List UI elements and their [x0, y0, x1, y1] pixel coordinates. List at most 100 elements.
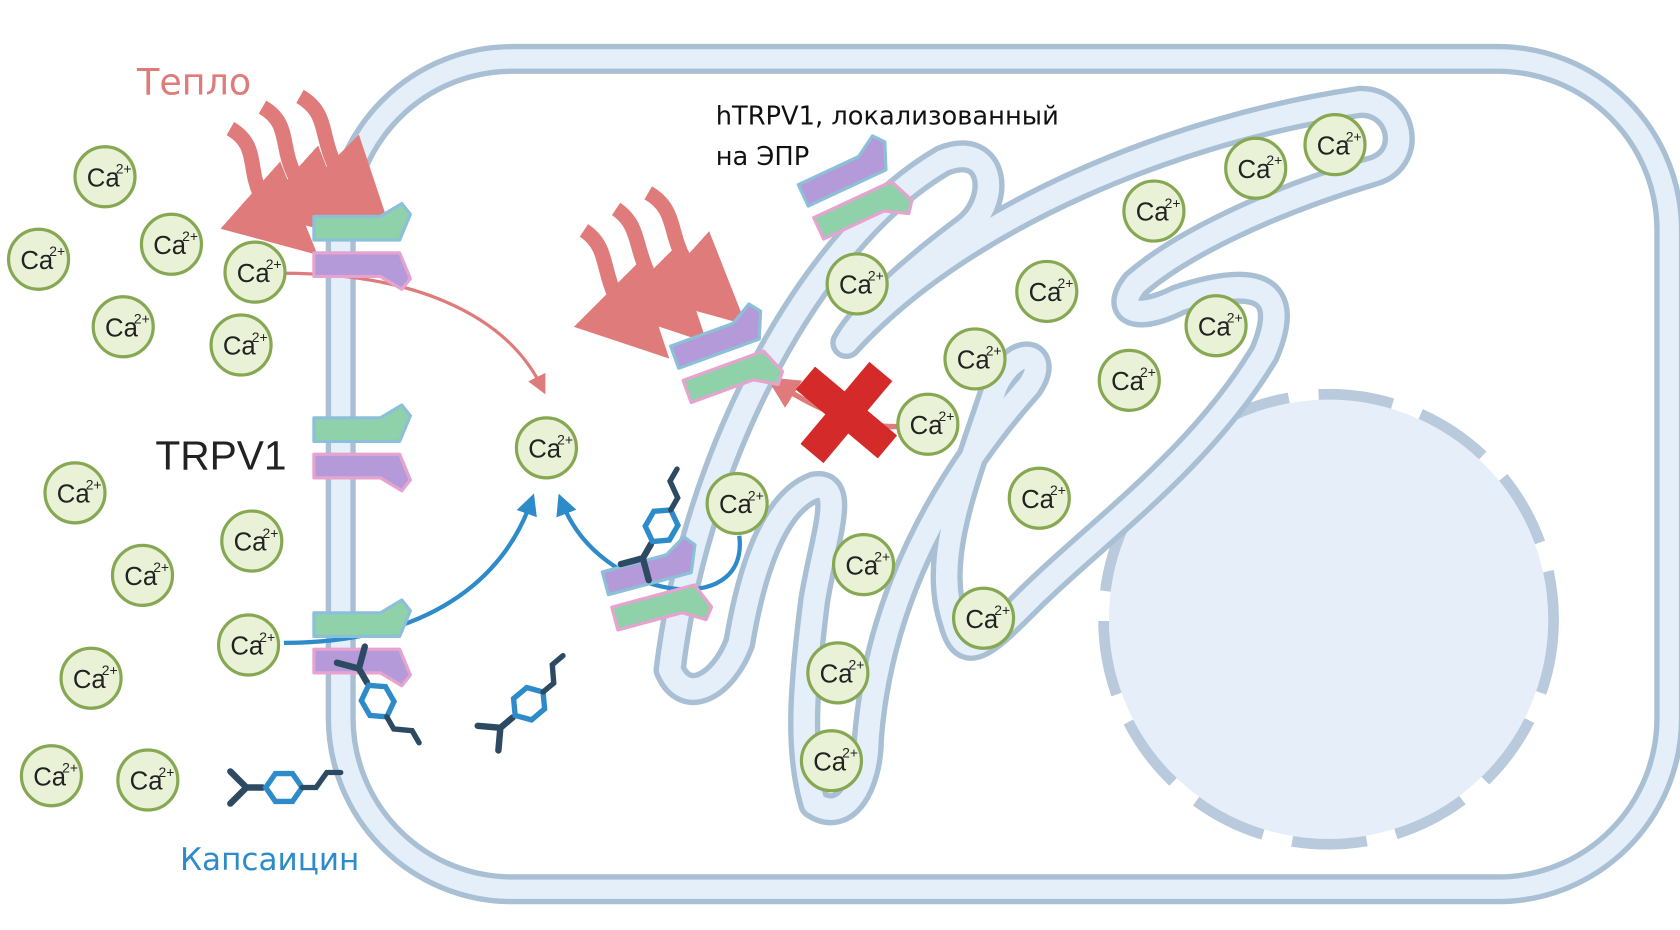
ion-symbol: Ca: [965, 606, 999, 634]
ion-symbol: Ca: [57, 481, 91, 509]
capsaicin-molecule: [333, 643, 422, 746]
ion-symbol: Ca: [528, 436, 562, 464]
ion-symbol: Ca: [820, 661, 854, 689]
calcium-ion: Ca2+: [223, 240, 287, 304]
ion-symbol: Ca: [1136, 199, 1170, 227]
ion-charge: 2+: [263, 525, 279, 541]
calcium-ion: Ca2+: [43, 461, 107, 525]
ion-symbol: Ca: [845, 552, 879, 580]
ion-charge: 2+: [1266, 152, 1282, 168]
ion-charge: 2+: [259, 629, 275, 645]
calcium-ion: Ca2+: [1097, 348, 1161, 412]
ion-charge: 2+: [159, 764, 175, 780]
calcium-ion: Ca2+: [514, 416, 579, 480]
ion-charge: 2+: [102, 662, 118, 678]
ion-charge: 2+: [557, 432, 573, 448]
nucleus: [1098, 388, 1559, 850]
calcium-ion: Ca2+: [1015, 259, 1079, 324]
ion-charge: 2+: [116, 161, 132, 177]
ion-charge: 2+: [153, 559, 169, 575]
trpv1-channel: [312, 403, 412, 493]
capsaicin-influx-arrow: [283, 493, 537, 645]
block-x-icon: [795, 361, 898, 464]
trpv1-channel: [669, 302, 785, 405]
calcium-ion: Ca2+: [1007, 466, 1071, 530]
ion-charge: 2+: [134, 311, 150, 327]
ion-charge: 2+: [874, 548, 890, 564]
ion-charge: 2+: [1346, 128, 1362, 144]
ion-symbol: Ca: [1198, 313, 1232, 341]
calcium-ion: Ca2+: [59, 646, 123, 710]
heat-influx-arrow: [283, 271, 546, 395]
calcium-ion: Ca2+: [1184, 294, 1248, 358]
calcium-ion: Ca2+: [951, 586, 1016, 650]
calcium-ion: Ca2+: [1224, 136, 1288, 200]
ion-charge: 2+: [266, 256, 282, 272]
er-release-arrow: [556, 493, 742, 592]
ion-charge: 2+: [748, 487, 764, 503]
ion-symbol: Ca: [1111, 368, 1145, 396]
ion-charge: 2+: [842, 745, 858, 761]
trpv1-channel: [312, 201, 412, 291]
ion-symbol: Ca: [910, 412, 944, 440]
calcium-ion: Ca2+: [705, 471, 769, 536]
capsaicin-molecule: [617, 466, 681, 584]
htrpv1-label-line1: hTRPV1, локализованный: [716, 101, 1059, 131]
ion-symbol: Ca: [1317, 132, 1351, 160]
calcium-ion: Ca2+: [831, 533, 896, 597]
ion-charge: 2+: [1165, 195, 1181, 211]
ion-charge: 2+: [939, 408, 955, 424]
trpv1-channel: [796, 134, 914, 241]
calcium-ion: Ca2+: [110, 543, 175, 607]
calcium-ion: Ca2+: [19, 744, 84, 808]
ion-symbol: Ca: [957, 347, 991, 375]
calcium-ion: Ca2+: [806, 641, 870, 705]
capsaicin-molecule: [474, 653, 566, 754]
trpv1-label: TRPV1: [155, 432, 286, 478]
calcium-ion: Ca2+: [6, 227, 71, 291]
calcium-ion: Ca2+: [73, 145, 137, 209]
ion-charge: 2+: [252, 329, 268, 345]
ion-charge: 2+: [849, 657, 865, 673]
calcium-ion: Ca2+: [139, 212, 204, 276]
ion-symbol: Ca: [153, 232, 187, 260]
ion-charge: 2+: [1140, 364, 1156, 380]
calcium-ion: Ca2+: [216, 613, 281, 677]
ion-charge: 2+: [1058, 275, 1074, 291]
calcium-ion: Ca2+: [943, 327, 1007, 391]
calcium-ion: Ca2+: [91, 295, 155, 359]
ion-symbol: Ca: [234, 529, 268, 557]
trpv1-channel: [600, 535, 714, 632]
ion-charge: 2+: [49, 243, 65, 259]
ion-symbol: Ca: [1021, 486, 1055, 514]
ion-symbol: Ca: [230, 633, 264, 661]
ion-symbol: Ca: [130, 768, 164, 796]
heat-label: Тепло: [136, 60, 251, 103]
capsaicin-molecule: [227, 768, 344, 807]
ion-symbol: Ca: [237, 260, 271, 288]
calcium-ion: Ca2+: [799, 729, 864, 793]
calcium-ion: Ca2+: [1303, 113, 1367, 177]
ion-charge: 2+: [1227, 310, 1243, 326]
calcium-ion: Ca2+: [1122, 179, 1186, 243]
ion-symbol: Ca: [105, 314, 139, 342]
ion-charge: 2+: [994, 602, 1010, 618]
ion-symbol: Ca: [124, 563, 158, 591]
ion-charge: 2+: [62, 760, 78, 776]
ion-symbol: Ca: [33, 763, 67, 791]
calcium-ion: Ca2+: [209, 313, 273, 377]
ion-symbol: Ca: [1029, 279, 1063, 307]
ion-charge: 2+: [86, 477, 102, 493]
ion-symbol: Ca: [223, 333, 257, 361]
ion-charge: 2+: [868, 268, 884, 284]
calcium-ion: Ca2+: [220, 509, 284, 573]
ion-symbol: Ca: [73, 666, 107, 694]
ion-symbol: Ca: [813, 748, 847, 776]
calcium-ion: Ca2+: [896, 392, 960, 456]
ion-charge: 2+: [1050, 482, 1066, 498]
ion-charge: 2+: [182, 228, 198, 244]
ion-symbol: Ca: [839, 272, 873, 300]
heat-waves-outer: [220, 89, 391, 255]
calcium-ion: Ca2+: [825, 252, 889, 316]
